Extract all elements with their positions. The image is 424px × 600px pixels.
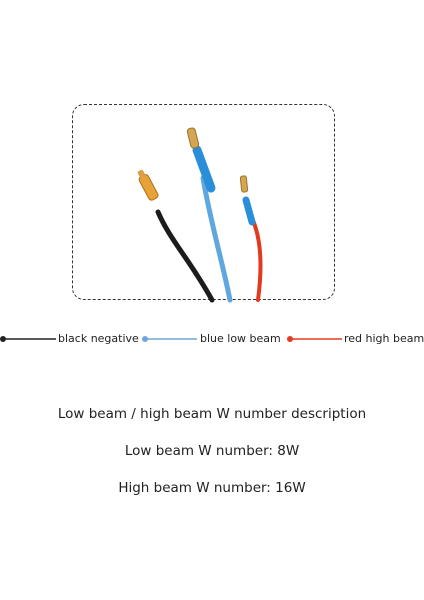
black-negative-label: black negative [58, 332, 139, 345]
blue-wire-terminal [186, 127, 200, 149]
blue-wire-sleeve [192, 145, 216, 193]
high-beam-wattage: High beam W number: 16W [118, 480, 306, 496]
red-wire-sleeve [242, 196, 256, 226]
red-wire-terminal [239, 175, 249, 193]
blue-wire [200, 175, 233, 303]
wire-photo-frame [72, 104, 335, 300]
black-wire-terminal [137, 169, 159, 201]
blue-low-beam-label: blue low beam [200, 332, 281, 345]
low-beam-wattage: Low beam W number: 8W [124, 443, 300, 459]
description-title: Low beam / high beam W number descriptio… [57, 406, 367, 422]
red-wire [250, 216, 263, 302]
black-wire [155, 209, 215, 303]
red-high-beam-label: red high beam [344, 332, 424, 345]
